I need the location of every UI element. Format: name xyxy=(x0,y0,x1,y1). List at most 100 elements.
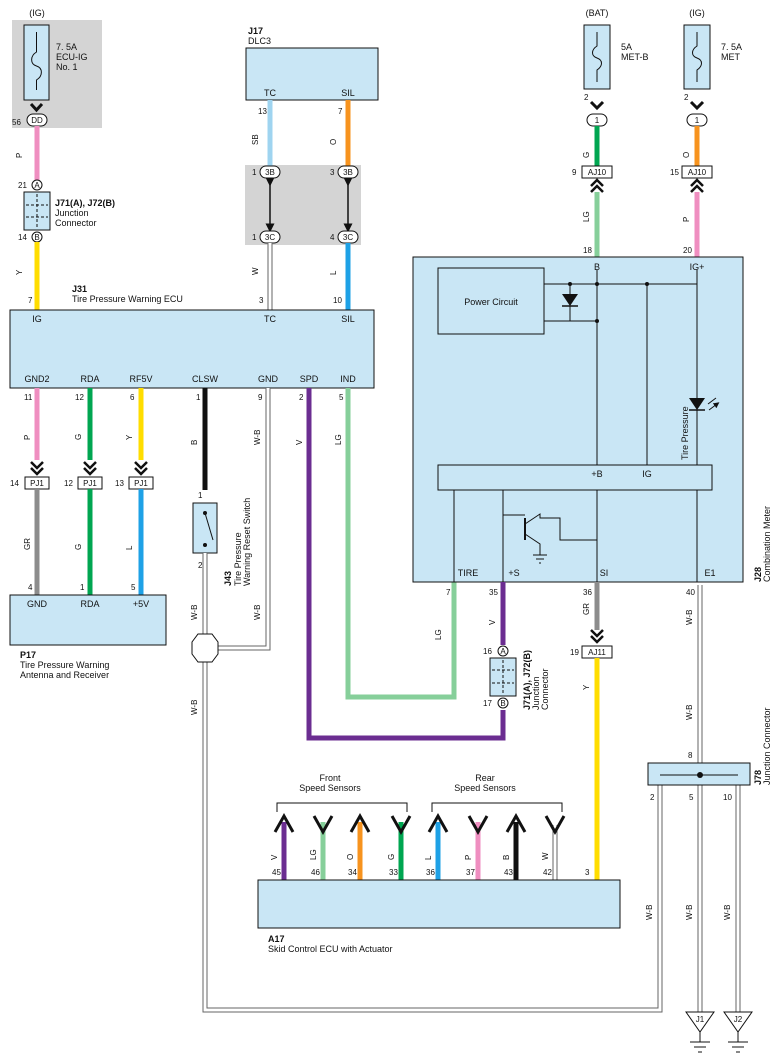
wire-code-g1: G xyxy=(74,434,83,440)
wire-code-wb3: W-B xyxy=(253,605,262,620)
j31-label-gnd: GND xyxy=(258,374,279,384)
j28-e1: E1 xyxy=(704,568,715,578)
j43-line2: Warning Reset Switch xyxy=(242,498,252,586)
j31-pin-rda: 12 xyxy=(75,393,84,402)
ground-j1-label: J1 xyxy=(696,1015,705,1024)
rear-sensors-line1: Rear xyxy=(475,773,495,783)
p17-label-5v: +5V xyxy=(133,599,149,609)
sensor-wire-code-FL−: LG xyxy=(309,849,318,860)
rear-sensors-brace xyxy=(431,802,563,812)
pj1-c-pin: 13 xyxy=(115,479,124,488)
pj1-b-pin: 12 xyxy=(64,479,73,488)
j71-top-pin-a xyxy=(31,179,43,191)
rear-sensors-line2: Speed Sensors xyxy=(454,783,516,793)
sensor-arrow-icon-FL+ xyxy=(273,812,295,833)
fuse-ecu-ig-name: ECU-IG xyxy=(56,52,88,62)
tire-pressure-label: Tire Pressure xyxy=(680,406,690,460)
p17-pin-rda: 1 xyxy=(80,583,85,592)
j28-inner-bar xyxy=(437,464,713,491)
power-circuit-box xyxy=(437,267,545,335)
j31-pin-ig: 7 xyxy=(28,296,33,305)
wire-code-b1: B xyxy=(190,440,199,445)
j71-bot-pin-b-num: 17 xyxy=(483,699,492,708)
wire-code-l2: L xyxy=(125,545,134,550)
wire-code-wb9: W-B xyxy=(685,610,694,625)
j78-pin-10: 10 xyxy=(723,793,732,802)
sensor-arrow-icon-RL− xyxy=(467,815,489,836)
j31-label-tc: TC xyxy=(264,314,276,324)
wire-code-w1: W xyxy=(251,267,260,275)
sensor-arrow-icon-RR+ xyxy=(505,812,527,833)
fuse-ecu-ig-supply: (IG) xyxy=(29,8,45,18)
wire-code-wb1: W-B xyxy=(253,430,262,445)
a17-pin-45: 45 xyxy=(272,868,281,877)
fuse-metb-pin: 2 xyxy=(584,93,589,102)
j31-pin-ind: 5 xyxy=(339,393,344,402)
j31-box xyxy=(9,309,375,389)
fuse-metb-rating: 5A xyxy=(621,42,632,52)
j78-id: J78 xyxy=(753,770,763,785)
j71-top-id: J71(A), J72(B) xyxy=(55,198,115,208)
j78-pin-2: 2 xyxy=(650,793,655,802)
p17-pin-5v: 5 xyxy=(131,583,136,592)
j28-tire: TIRE xyxy=(458,568,479,578)
j71-bot-b: B xyxy=(500,699,505,708)
j31-label-gnd2: GND2 xyxy=(24,374,49,384)
pj1-a-label: PJ1 xyxy=(30,479,44,488)
fuse-ecu-ig-name2: No. 1 xyxy=(56,62,78,72)
wire-code-y2: Y xyxy=(125,434,134,440)
conn-3b-right-pin: 3 xyxy=(330,168,335,177)
conn-dd-label: DD xyxy=(31,116,43,125)
ground-j1-icon xyxy=(685,1011,715,1033)
j43-line1: Tire Pressure xyxy=(233,532,243,586)
wire-v-spd xyxy=(306,388,506,741)
j71-top-pin-a-num: 21 xyxy=(18,181,27,190)
wire-code-lg3: LG xyxy=(582,211,591,222)
j71-top-pin-b-num: 14 xyxy=(18,233,27,242)
a17-pin-46: 46 xyxy=(311,868,320,877)
splice-point xyxy=(191,633,219,663)
a17-box xyxy=(257,879,621,929)
aj10-b xyxy=(581,165,613,179)
fuse-met-name: MET xyxy=(721,52,741,62)
wire-code-g2: G xyxy=(74,544,83,550)
j71-top-a: A xyxy=(34,181,40,190)
j28-b: B xyxy=(594,262,600,272)
j31-pin-tc: 3 xyxy=(259,296,264,305)
wire-code-gr1: GR xyxy=(23,538,32,550)
j17-box xyxy=(245,47,379,101)
j17-name: DLC3 xyxy=(248,36,271,46)
j28-plus-s: +S xyxy=(508,568,519,578)
j31-label-ig: IG xyxy=(32,314,42,324)
conn-3b-left-pin: 1 xyxy=(252,168,257,177)
fuse-met-supply: (IG) xyxy=(689,8,705,18)
pj1-b-label: PJ1 xyxy=(83,479,97,488)
fuse-met-rating: 7. 5A xyxy=(721,42,742,52)
front-sensors-line1: Front xyxy=(319,773,341,783)
ground-j2-icon xyxy=(723,1011,753,1033)
j28-pin-b: 18 xyxy=(583,246,592,255)
j31-label-spd: SPD xyxy=(300,374,319,384)
power-circuit-label: Power Circuit xyxy=(464,297,518,307)
aj10-ig-label: AJ10 xyxy=(688,168,707,177)
wire-code-p2: P xyxy=(23,435,32,440)
pj1-c-label: PJ1 xyxy=(134,479,148,488)
sensor-arrow-icon-FL− xyxy=(312,815,334,836)
wire-code-l1: L xyxy=(329,270,338,275)
j71-top-line1: Junction xyxy=(55,208,89,218)
j28-pin-e1: 40 xyxy=(686,588,695,597)
a17-pin-36: 36 xyxy=(426,868,435,877)
conn-3b-left-label: 3B xyxy=(265,168,275,177)
wire-code-gr2: GR xyxy=(582,603,591,615)
a17-name: Skid Control ECU with Actuator xyxy=(268,944,393,954)
j71-bot-line2: Connector xyxy=(540,668,550,710)
conn-3b-right-label: 3B xyxy=(343,168,353,177)
fuse-met-pin: 2 xyxy=(684,93,689,102)
wire-code-sb: SB xyxy=(251,134,260,145)
wire-lg-ind xyxy=(345,388,457,700)
wire-wb-group xyxy=(202,388,741,1013)
wire-code-lg2: LG xyxy=(434,629,443,640)
j71-bot-pin-a xyxy=(497,645,509,657)
a17-id: A17 xyxy=(268,934,285,944)
fuse-ecu-ig-pin: 56 xyxy=(12,118,21,127)
